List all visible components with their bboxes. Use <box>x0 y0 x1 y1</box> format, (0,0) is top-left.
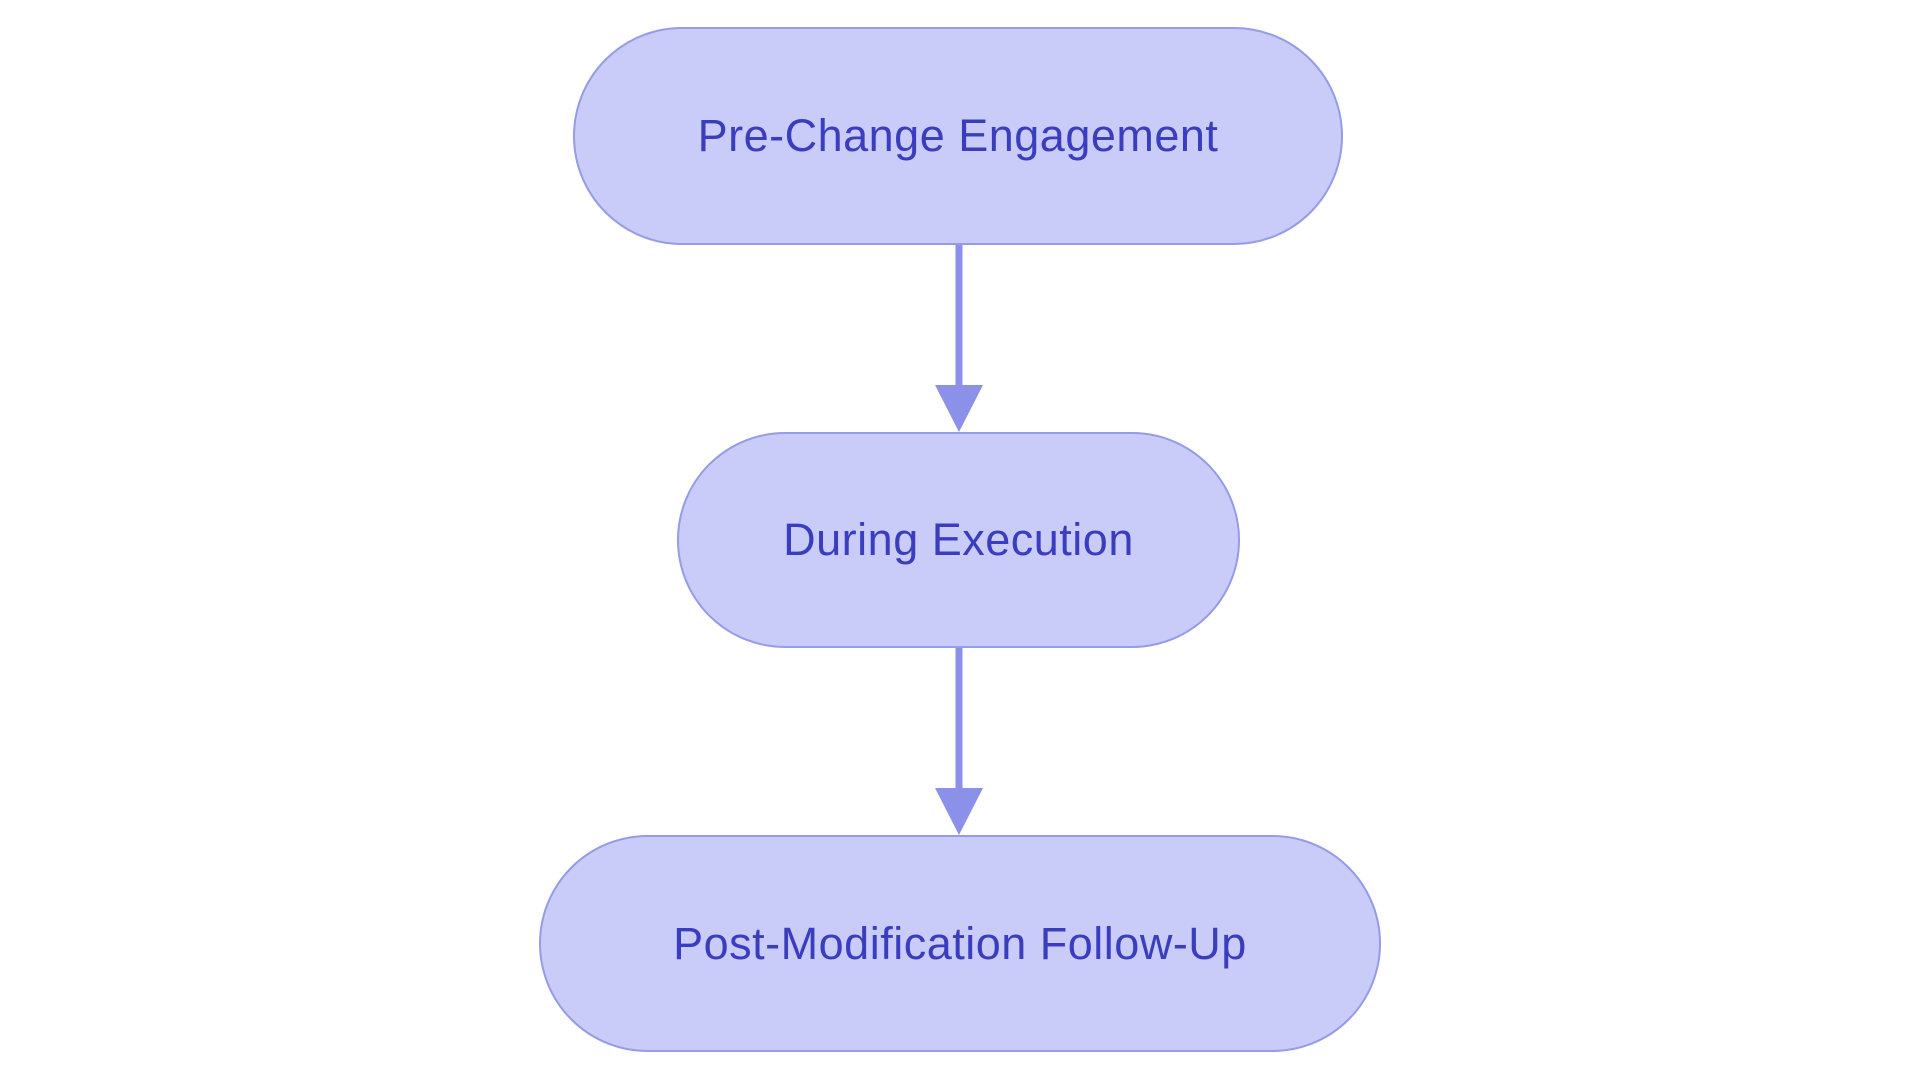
arrow-head-icon <box>935 788 983 835</box>
node-pre-change-engagement: Pre-Change Engagement <box>573 27 1343 245</box>
node-label: Pre-Change Engagement <box>697 110 1219 161</box>
arrow-down-connector-1 <box>935 245 983 432</box>
arrow-head-icon <box>935 385 983 432</box>
node-post-modification-follow-up: Post-Modification Follow-Up <box>539 835 1381 1052</box>
arrow-down-connector-2 <box>935 648 983 835</box>
node-label: During Execution <box>783 514 1134 565</box>
node-during-execution: During Execution <box>677 432 1240 648</box>
node-label: Post-Modification Follow-Up <box>673 917 1247 969</box>
